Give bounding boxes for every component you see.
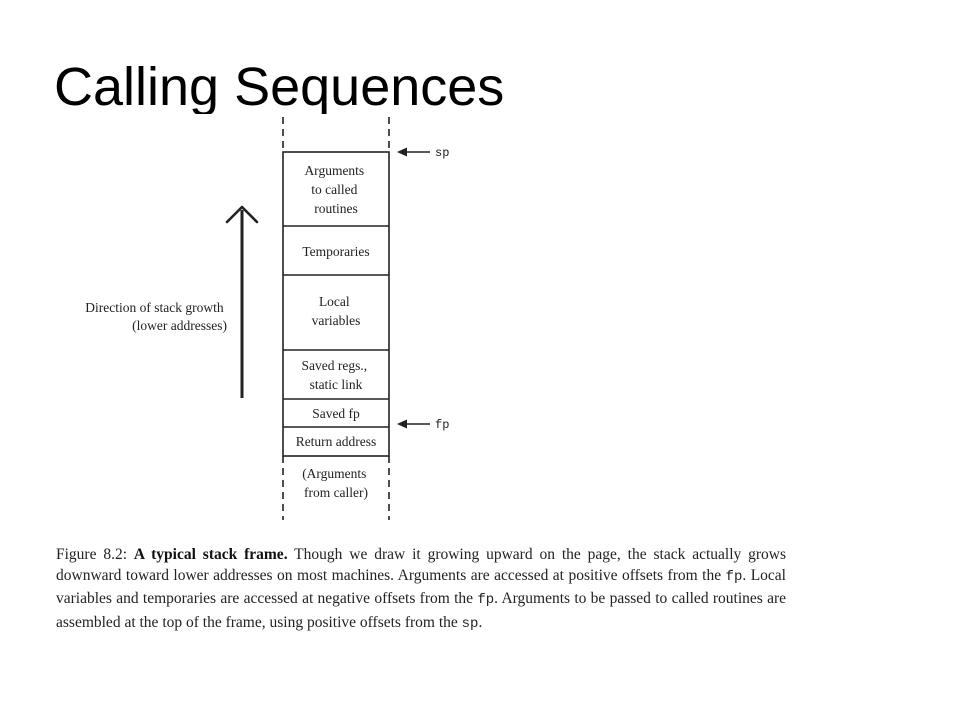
cell-temporaries: Temporaries bbox=[302, 244, 369, 259]
cell-saved-registers: Saved regs., static link bbox=[302, 358, 371, 392]
cell-arguments-from-caller: (Arguments from caller) bbox=[302, 466, 370, 500]
cell-return-address: Return address bbox=[296, 434, 377, 449]
sp-label: sp bbox=[435, 146, 449, 160]
caption-text: . bbox=[478, 613, 483, 631]
caption-text: Though we draw it growing upward on the … bbox=[56, 546, 787, 585]
fp-label: fp bbox=[435, 418, 449, 432]
caption-text: . Local variables and temporaries are ac… bbox=[56, 567, 786, 608]
growth-direction-label: Direction of stack growth (lower address… bbox=[85, 300, 227, 333]
cell-arguments-to-called-routines: Arguments to called routines bbox=[304, 163, 367, 216]
sp-pointer: sp bbox=[397, 146, 449, 160]
stack-growth-arrow bbox=[225, 205, 259, 398]
figure-caption: Figure 8.2: A typical stack frame. Thoug… bbox=[56, 544, 786, 635]
fp-pointer: fp bbox=[397, 418, 449, 432]
sp-arrowhead bbox=[397, 147, 407, 157]
caption-code-term: fp bbox=[725, 569, 743, 586]
caption-body: Though we draw it growing upward on the … bbox=[56, 546, 787, 632]
slide-title: Calling Sequences bbox=[54, 57, 505, 114]
caption-code-term: fp bbox=[477, 592, 495, 609]
figure-number: Figure 8.2: bbox=[56, 546, 128, 563]
cell-saved-fp: Saved fp bbox=[312, 406, 360, 421]
stack-frame-box bbox=[282, 151, 390, 457]
caption-code-term: sp bbox=[461, 615, 479, 632]
caption-text: . Arguments to be passed to called routi… bbox=[56, 590, 787, 631]
fp-arrowhead bbox=[397, 419, 407, 429]
figure-bold-title: A typical stack frame. bbox=[133, 546, 288, 563]
cell-local-variables: Local variables bbox=[312, 294, 361, 328]
